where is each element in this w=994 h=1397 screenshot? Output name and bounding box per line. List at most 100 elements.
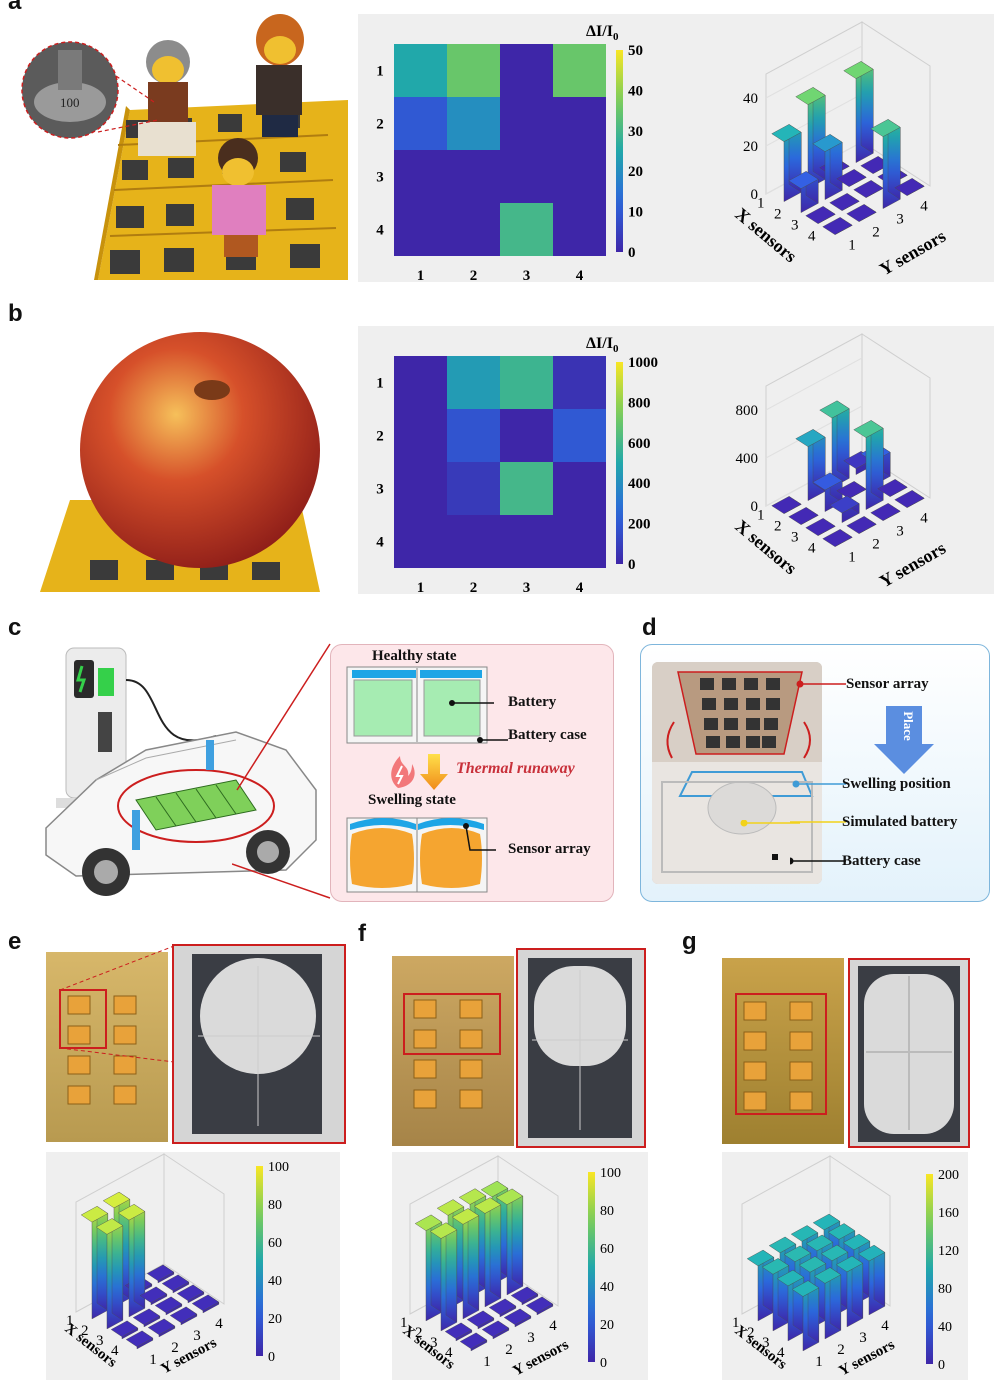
y-tick: 3 xyxy=(896,524,904,540)
colorbar-tick: 1000 xyxy=(628,355,658,371)
bar xyxy=(414,1214,443,1322)
heatmap-cell xyxy=(447,515,500,568)
panel-letter-g: g xyxy=(682,928,697,955)
y-tick: 2 xyxy=(171,1340,179,1356)
bar xyxy=(829,193,860,211)
colorbar-tick: 40 xyxy=(938,1320,952,1335)
zoom-lines-c xyxy=(232,643,331,899)
sensor-array-label-c: Sensor array xyxy=(508,841,591,857)
heatmap-x-tick: 2 xyxy=(470,580,478,594)
heatmap-title: ΔI/I0 xyxy=(586,23,619,43)
heatmap-x-tick: 4 xyxy=(576,580,584,594)
x-axis-label: X sensors xyxy=(731,204,800,267)
place-label: Place xyxy=(901,711,916,741)
heatmap-title: ΔI/I0 xyxy=(586,335,619,355)
bar xyxy=(791,1280,820,1352)
photo-sensor-array-placement xyxy=(652,662,822,884)
panel-letter-e: e xyxy=(8,928,22,955)
simulated-battery-leader-ext xyxy=(740,820,800,827)
heatmap-x-tick: 4 xyxy=(576,268,584,282)
x-tick: 2 xyxy=(747,1325,755,1341)
grid-plane xyxy=(861,333,931,499)
bar xyxy=(857,1244,886,1316)
bar xyxy=(894,178,925,196)
battery-case-label-d: Battery case xyxy=(842,853,921,869)
bar xyxy=(110,1320,139,1340)
x-tick: 4 xyxy=(445,1345,453,1361)
heatmap-cell xyxy=(500,515,553,568)
bar xyxy=(846,516,877,534)
photo-e-sensor xyxy=(46,952,168,1142)
x-axis-label: X sensors xyxy=(731,516,800,579)
y-tick: 4 xyxy=(920,511,928,527)
z-tick: 0 xyxy=(751,187,759,203)
place-arrow-icon: Place xyxy=(874,706,934,774)
bar xyxy=(835,1255,864,1328)
x-tick: 1 xyxy=(400,1315,408,1331)
bar xyxy=(95,1218,124,1330)
x-tick: 1 xyxy=(732,1315,740,1331)
colorbar-tick: 0 xyxy=(628,557,636,573)
colorbar-tick: 80 xyxy=(268,1198,282,1213)
bar xyxy=(473,1197,502,1308)
y-tick: 4 xyxy=(549,1318,557,1334)
colorbar-tick: 20 xyxy=(600,1318,614,1333)
panel-letter-d: d xyxy=(642,614,657,641)
heatmap-cell xyxy=(394,150,447,203)
heatmap-cell xyxy=(447,97,500,150)
heatmap-y-tick: 3 xyxy=(376,170,384,186)
z-tick: 400 xyxy=(736,451,759,467)
bar xyxy=(169,1306,198,1326)
colorbar-tick: 40 xyxy=(628,83,643,99)
heatmap-cell xyxy=(447,356,500,409)
colorbar xyxy=(588,1172,595,1362)
colorbar xyxy=(256,1166,263,1356)
bar xyxy=(846,204,877,222)
bar xyxy=(481,1320,510,1340)
colorbar xyxy=(616,362,623,564)
colorbar-tick: 200 xyxy=(628,517,651,533)
bar xyxy=(813,1267,842,1340)
y-tick: 3 xyxy=(859,1330,867,1346)
grid-plane xyxy=(163,1153,225,1305)
bar xyxy=(805,518,836,536)
colorbar-tick: 50 xyxy=(628,43,643,59)
heatmap-cell xyxy=(447,203,500,256)
heatmap-y-tick: 2 xyxy=(376,117,384,133)
colorbar-tick: 60 xyxy=(268,1236,282,1251)
heatmap-cell xyxy=(500,356,553,409)
panel-letter-c: c xyxy=(8,614,22,641)
heatmap-y-tick: 4 xyxy=(376,535,384,551)
y-tick: 2 xyxy=(872,537,880,553)
x-tick: 2 xyxy=(774,207,782,223)
swelling-position-label: Swelling position xyxy=(842,776,951,792)
y-tick: 1 xyxy=(848,550,856,566)
heatmap-y-tick: 4 xyxy=(376,223,384,239)
zoom-lines-e xyxy=(60,945,175,1063)
heatmap-cell xyxy=(394,203,447,256)
sensor-array-label-d: Sensor array xyxy=(846,676,929,692)
x-tick: 3 xyxy=(791,530,799,546)
colorbar-tick: 0 xyxy=(938,1358,945,1373)
bar xyxy=(836,169,867,187)
photo-f-sensor xyxy=(392,956,514,1146)
heatmap-cell xyxy=(500,462,553,515)
colorbar-tick: 160 xyxy=(938,1206,959,1221)
heatmap-y-tick: 2 xyxy=(376,429,384,445)
colorbar-tick: 30 xyxy=(628,124,643,140)
heatmap-cell xyxy=(394,356,447,409)
bar xyxy=(853,180,884,198)
bar xyxy=(525,1296,554,1316)
y-tick: 1 xyxy=(483,1354,491,1370)
bar xyxy=(176,1284,205,1304)
photo-e-swelling xyxy=(172,944,346,1144)
bar xyxy=(488,1298,517,1318)
heatmap-cell xyxy=(447,409,500,462)
heatmap-cell xyxy=(553,462,606,515)
x-tick: 1 xyxy=(757,508,765,524)
colorbar-tick: 100 xyxy=(268,1160,289,1175)
